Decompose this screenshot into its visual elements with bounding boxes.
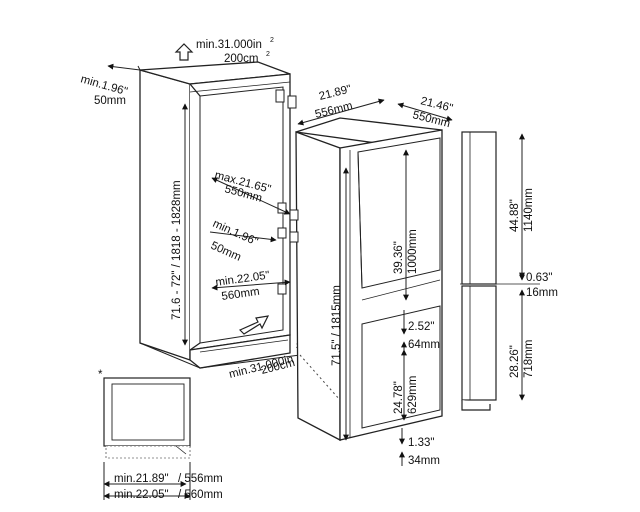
upper-door-label-a: 39.36"	[393, 241, 405, 274]
vent-top-sup-b: 2	[266, 51, 270, 58]
plan-width-1-label-b: / 556mm	[178, 473, 223, 485]
asterisk-note: *	[98, 369, 103, 381]
panel-lower-label-a: 28.26"	[509, 345, 521, 378]
door-gap-label-a: 2.52"	[408, 321, 434, 333]
bottom-gap-label-a: 1.33"	[408, 437, 434, 449]
gap-top-dimension	[107, 63, 141, 71]
panel-lower-label-b: 718mm	[523, 340, 535, 378]
plan-view	[103, 377, 191, 459]
plan-width-1-label-a: min.21.89"	[114, 473, 169, 485]
plan-width-2-label-b: / 560mm	[178, 489, 223, 501]
vent-top-label-b: 200cm	[224, 53, 259, 65]
door-gap-label-b: 64mm	[408, 339, 440, 351]
panel-gap-label-a: 0.63"	[526, 272, 552, 284]
door-panel-side-view	[461, 131, 497, 411]
vent-top-sup-a: 2	[270, 37, 274, 44]
side-gap-dimension	[209, 231, 277, 243]
floor-dashed-line	[299, 354, 341, 401]
fridge-body	[295, 117, 443, 442]
vent-top-label-a: min.31.000in	[196, 39, 262, 51]
plan-width-2-label-a: min.22.05"	[114, 489, 169, 501]
fridge-hinges	[287, 95, 299, 243]
appliance-width-dimension	[297, 98, 385, 126]
appliance-height-label: 71.5" / 1815mm	[331, 285, 343, 366]
panel-gap-label-b: 16mm	[526, 287, 558, 299]
vent-bottom-arrow-icon	[238, 315, 270, 335]
niche-cabinet	[139, 61, 301, 369]
panel-upper-label-a: 44.88"	[509, 199, 521, 232]
vent-top-arrow-icon	[174, 43, 194, 61]
bottom-gap-label-b: 34mm	[408, 455, 440, 467]
upper-door-label-b: 1000mm	[407, 229, 419, 274]
lower-door-label-b: 629mm	[407, 376, 419, 414]
niche-depth-min-label-b: 560mm	[221, 286, 261, 303]
panel-upper-label-b: 1140mm	[523, 188, 535, 232]
plan-width-dimensions	[103, 462, 191, 500]
niche-depth-max-dimension	[211, 177, 291, 215]
gap-top-label-b: 50mm	[94, 95, 126, 107]
niche-height-label: 71.6 - 72" / 1818 - 1828mm	[171, 180, 183, 320]
niche-depth-min-dimension	[211, 279, 291, 291]
appliance-depth-dimension	[397, 102, 453, 122]
lower-door-label-a: 24.78"	[393, 381, 405, 414]
